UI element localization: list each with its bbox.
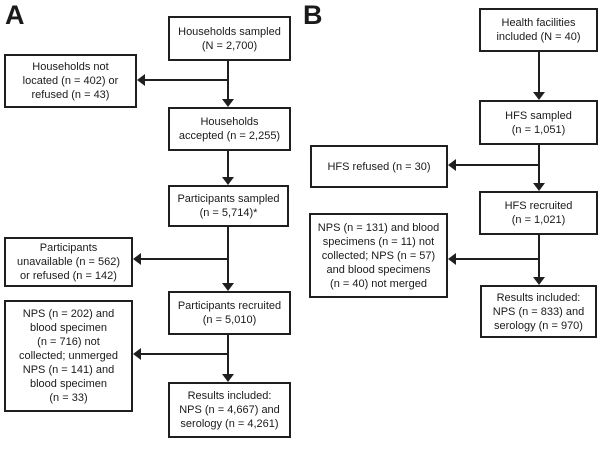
arrowhead-down-icon (222, 177, 234, 185)
flow-box-participants-unavailable: Participants unavailable (n = 562) or re… (4, 237, 133, 287)
arrowhead-down-icon (222, 99, 234, 107)
connector-line (145, 79, 229, 81)
arrowhead-left-icon (448, 253, 456, 265)
panel-b-label: B (303, 0, 323, 30)
flow-box-health-facilities-included: Health facilities included (N = 40) (479, 8, 598, 52)
connector-line (227, 335, 229, 376)
arrowhead-left-icon (448, 159, 456, 171)
arrowhead-left-icon (133, 253, 141, 265)
flow-box-participants-recruited: Participants recruited (n = 5,010) (168, 291, 291, 335)
flow-box-hfs-recruited: HFS recruited (n = 1,021) (479, 191, 598, 235)
flow-box-households-sampled: Households sampled (N = 2,700) (168, 16, 291, 61)
flow-box-participants-sampled: Participants sampled (n = 5,714)* (168, 185, 289, 227)
connector-line (141, 353, 229, 355)
arrowhead-left-icon (133, 348, 141, 360)
arrowhead-down-icon (533, 277, 545, 285)
arrowhead-left-icon (137, 74, 145, 86)
flow-box-hfs-sampled: HFS sampled (n = 1,051) (479, 100, 598, 145)
arrowhead-down-icon (533, 92, 545, 100)
flow-box-results-included-a: Results included: NPS (n = 4,667) and se… (168, 382, 291, 438)
flow-box-results-included-b: Results included: NPS (n = 833) and sero… (480, 285, 597, 338)
arrowhead-down-icon (222, 283, 234, 291)
arrowhead-down-icon (533, 183, 545, 191)
arrowhead-down-icon (222, 374, 234, 382)
connector-line (456, 258, 540, 260)
flow-box-households-accepted: Households accepted (n = 2,255) (168, 107, 291, 151)
connector-line (141, 258, 229, 260)
flow-box-specimens-not-collected-b: NPS (n = 131) and blood specimens (n = 1… (309, 213, 448, 298)
connector-line (538, 235, 540, 279)
connector-line (227, 151, 229, 179)
panel-a-label: A (5, 0, 25, 30)
connector-line (227, 227, 229, 285)
connector-line (456, 164, 540, 166)
flow-box-households-not-located: Households not located (n = 402) or refu… (4, 54, 137, 108)
flow-box-hfs-refused: HFS refused (n = 30) (310, 145, 448, 188)
flow-box-specimens-not-collected-a: NPS (n = 202) and blood specimen (n = 71… (4, 300, 133, 412)
connector-line (227, 61, 229, 101)
connector-line (538, 52, 540, 94)
